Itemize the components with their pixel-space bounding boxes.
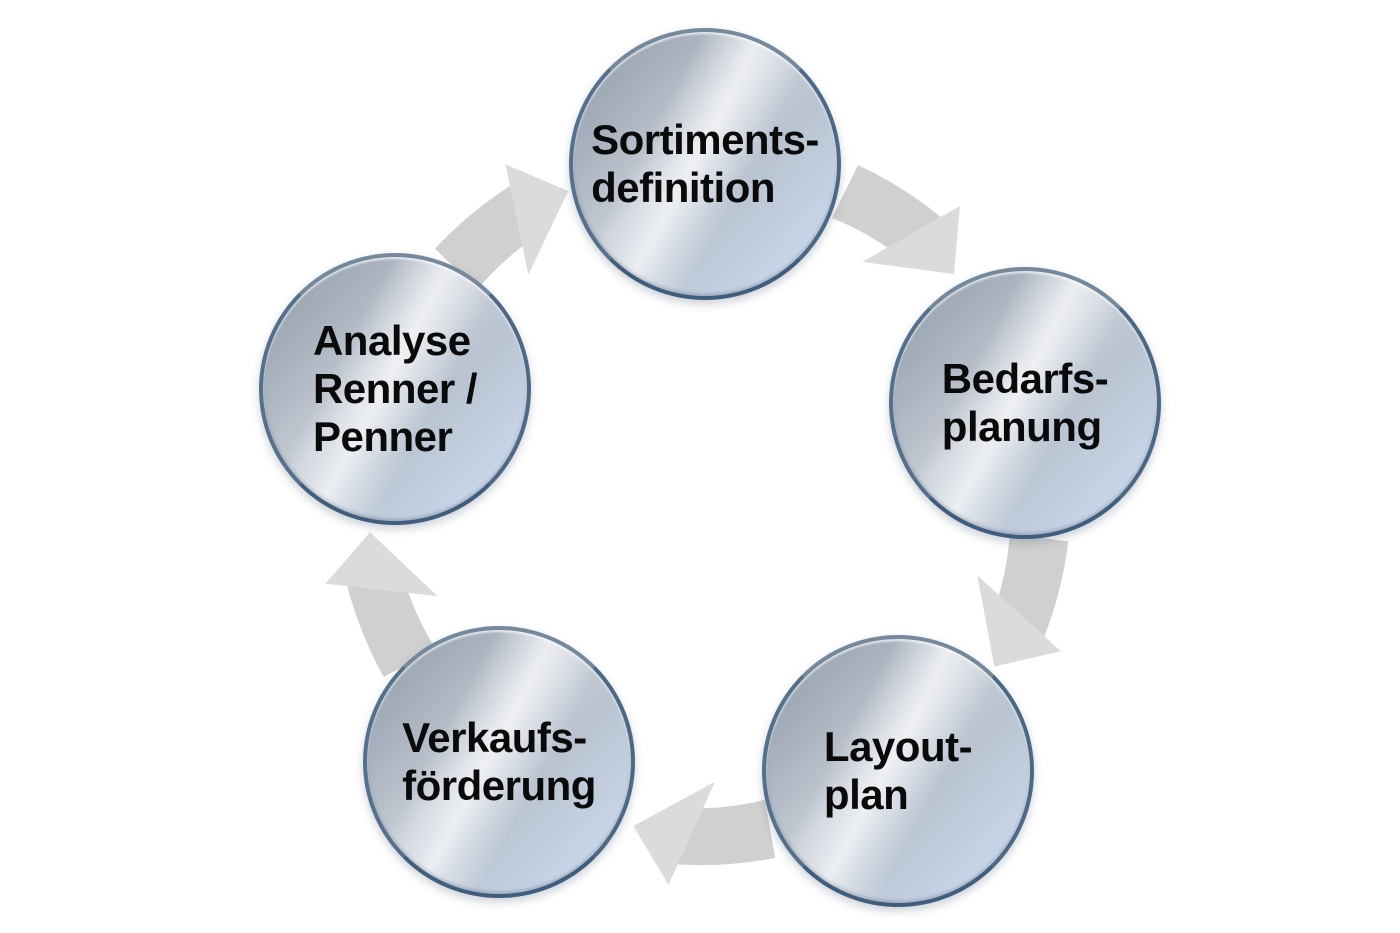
label-line: Penner [312,413,453,460]
arrow-layout-to-verkauf-icon [633,781,776,885]
arrow-analyse-to-sortiment-icon [434,164,569,290]
node-analyse-renner-penner: Analyse Renner / Penner [259,253,531,525]
arrow-tail-shape [346,584,436,677]
node-analyse-renner-penner-label: Analyse Renner / Penner [312,317,478,461]
arrow-sortiment-to-bedarf-icon [832,165,960,274]
label-line: plan [823,771,909,818]
label-line: Layout- [823,723,973,770]
arrow-verkauf-to-analyse-icon [325,532,438,677]
label-line: Renner / [312,365,478,412]
arrow-tail-shape [832,165,942,248]
label-line: förderung [402,762,596,809]
label-line: planung [941,403,1102,450]
node-verkaufs-foerderung-label: Verkaufs- förderung [402,714,596,810]
label-line: Analyse [312,317,471,364]
arrow-head-shape [633,781,715,885]
node-bedarfs-planung-label: Bedarfs- planung [941,355,1109,451]
arrow-head-shape [862,206,960,274]
arrow-head-shape [325,532,438,597]
node-sortiments-definition: Sortiments- definition [569,28,841,300]
label-line: Verkaufs- [402,714,587,761]
node-layout-plan: Layout- plan [762,635,1034,907]
label-line: Sortiments- [591,116,819,163]
label-line: Bedarfs- [941,355,1109,402]
arrow-tail-shape [434,185,524,290]
node-verkaufs-foerderung: Verkaufs- förderung [363,626,635,898]
label-line: definition [591,164,776,211]
arrow-bedarf-to-layout-icon [977,533,1069,667]
node-layout-plan-label: Layout- plan [823,723,973,819]
arrow-head-shape [505,164,569,275]
node-sortiments-definition-label: Sortiments- definition [591,116,819,212]
arrow-head-shape [977,575,1061,667]
node-bedarfs-planung: Bedarfs- planung [889,267,1161,539]
arrow-tail-shape [676,799,776,866]
